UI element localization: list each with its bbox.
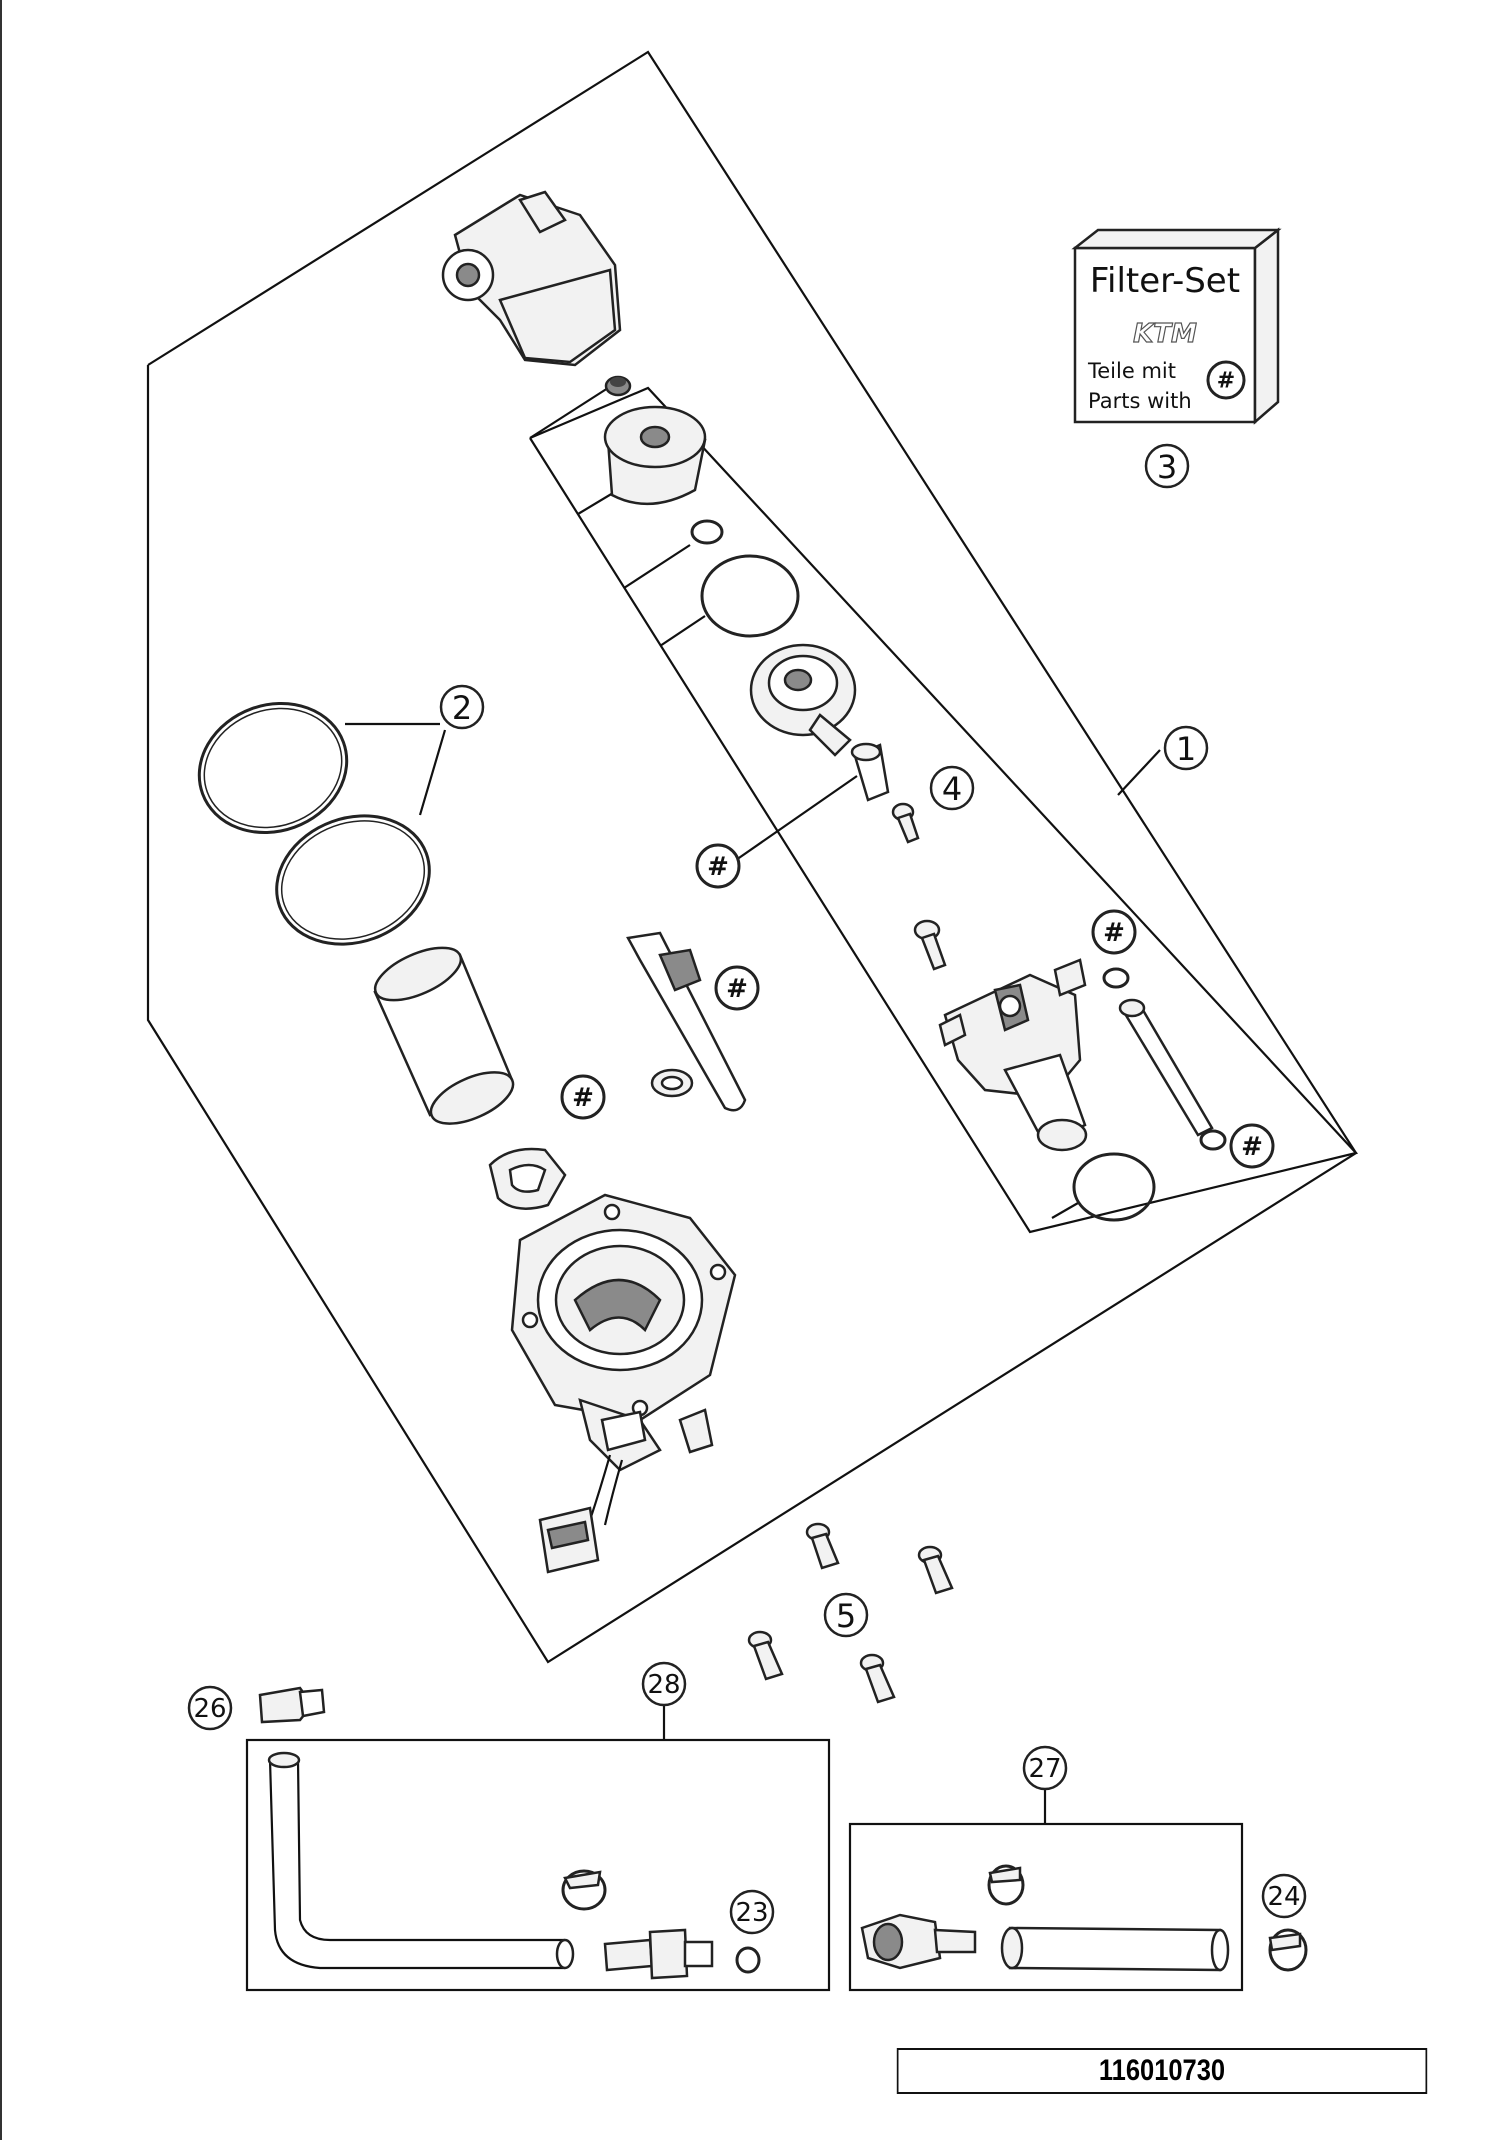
svg-text:#: # xyxy=(726,974,748,1004)
leader-line xyxy=(659,615,706,647)
svg-text:28: 28 xyxy=(647,1670,680,1700)
pump-flange-housing-part xyxy=(510,1193,737,1472)
svg-text:5: 5 xyxy=(836,1597,856,1635)
svg-text:4: 4 xyxy=(942,770,962,808)
svg-text:3: 3 xyxy=(1157,448,1177,486)
washer-part xyxy=(1102,967,1130,989)
small-tube-part xyxy=(850,742,890,802)
svg-text:23: 23 xyxy=(735,1898,768,1928)
hose-clamp-27-part xyxy=(987,1864,1025,1906)
small-o-ring xyxy=(690,519,724,545)
hash-badge-clip: # xyxy=(560,1074,606,1120)
fuel-pump-motor-part xyxy=(938,958,1088,1152)
leader-line xyxy=(1051,1202,1079,1219)
part-label-23: 23 xyxy=(729,1889,775,1935)
svg-text:#: # xyxy=(707,852,729,882)
svg-text:24: 24 xyxy=(1267,1882,1300,1912)
fuel-filter-part xyxy=(603,405,707,506)
wiring-connector-part xyxy=(538,1410,647,1574)
hose-fitting-part xyxy=(603,1928,714,1980)
leader-line xyxy=(623,544,691,589)
hose-clip-26-part xyxy=(258,1686,326,1724)
o-ring-part xyxy=(700,554,800,638)
svg-text:26: 26 xyxy=(193,1694,226,1724)
ktm-logo: KTM xyxy=(1133,319,1197,349)
part-label-5: 5 xyxy=(823,1592,869,1638)
leader-line xyxy=(529,387,609,439)
svg-text:#: # xyxy=(572,1083,594,1113)
part-label-3: 3 xyxy=(1144,443,1190,489)
part-label-1: 1 xyxy=(1163,725,1209,771)
drawing-number: 116010730 xyxy=(896,2048,1428,2094)
svg-text:#: # xyxy=(1241,1132,1263,1162)
leader-line xyxy=(1117,749,1161,796)
leader-line xyxy=(418,729,447,816)
part-label-2: 2 xyxy=(439,684,485,730)
filter-set-title: Filter-Set xyxy=(1090,261,1240,301)
screw-part xyxy=(891,802,920,844)
part-label-26: 26 xyxy=(187,1685,233,1731)
flange-bolt-part xyxy=(859,1653,896,1704)
svg-text:2: 2 xyxy=(452,689,472,727)
hash-badge-tube: # xyxy=(1229,1123,1275,1169)
quick-connector-part xyxy=(860,1913,977,1970)
inner-assembly-outline xyxy=(529,386,1359,1234)
clip-part xyxy=(488,1147,567,1210)
filter-set-line2: Parts with xyxy=(1088,389,1192,413)
svg-text:#: # xyxy=(1217,369,1235,394)
o-ring-23-part xyxy=(735,1946,761,1974)
large-o-ring-upper-inner xyxy=(203,707,343,829)
part-label-27: 27 xyxy=(1022,1745,1068,1791)
motor-screw-part xyxy=(913,919,947,971)
svg-text:#: # xyxy=(1103,918,1125,948)
large-o-ring-lower xyxy=(275,814,431,946)
pressure-regulator-part xyxy=(749,643,857,757)
motor-o-ring-part xyxy=(1072,1152,1156,1222)
group-28-box xyxy=(245,1738,831,1992)
outer-assembly-outline xyxy=(146,50,1358,1664)
straight-fuel-hose-part xyxy=(1000,1926,1230,1972)
part-label-4: 4 xyxy=(929,765,975,811)
spring-part xyxy=(604,375,632,397)
fuel-line-tube-part xyxy=(1118,998,1214,1137)
leader-line xyxy=(735,775,858,861)
hash-badge-strainer: # xyxy=(714,965,760,1011)
flange-bolt-part xyxy=(747,1630,784,1681)
filter-sleeve-part xyxy=(373,946,515,1125)
filter-set-hash-badge: # xyxy=(1206,360,1246,400)
part-label-24: 24 xyxy=(1261,1873,1307,1919)
flange-bolt-part xyxy=(917,1545,954,1595)
large-o-ring-lower-inner xyxy=(280,820,426,940)
bent-fuel-hose-part xyxy=(267,1751,575,1970)
flange-bolt-part xyxy=(805,1522,840,1570)
hash-badge-motor: # xyxy=(1091,909,1137,955)
part-label-28: 28 xyxy=(641,1661,687,1707)
hose-clamp-24-part xyxy=(1268,1928,1308,1972)
hose-clamp-part xyxy=(561,1869,607,1911)
tube-washer-part xyxy=(1199,1129,1227,1151)
large-o-ring-upper xyxy=(197,701,349,835)
svg-text:1: 1 xyxy=(1176,730,1196,768)
filter-set-box: Filter-Set KTM Teile mit Parts with # xyxy=(1071,227,1282,425)
svg-text:27: 27 xyxy=(1028,1754,1061,1784)
filter-set-line1: Teile mit xyxy=(1087,359,1176,383)
strainer-part xyxy=(626,931,747,1112)
hash-badge-filter: # xyxy=(695,843,741,889)
pump-head-part xyxy=(441,190,622,367)
page-left-border xyxy=(0,0,2,2140)
